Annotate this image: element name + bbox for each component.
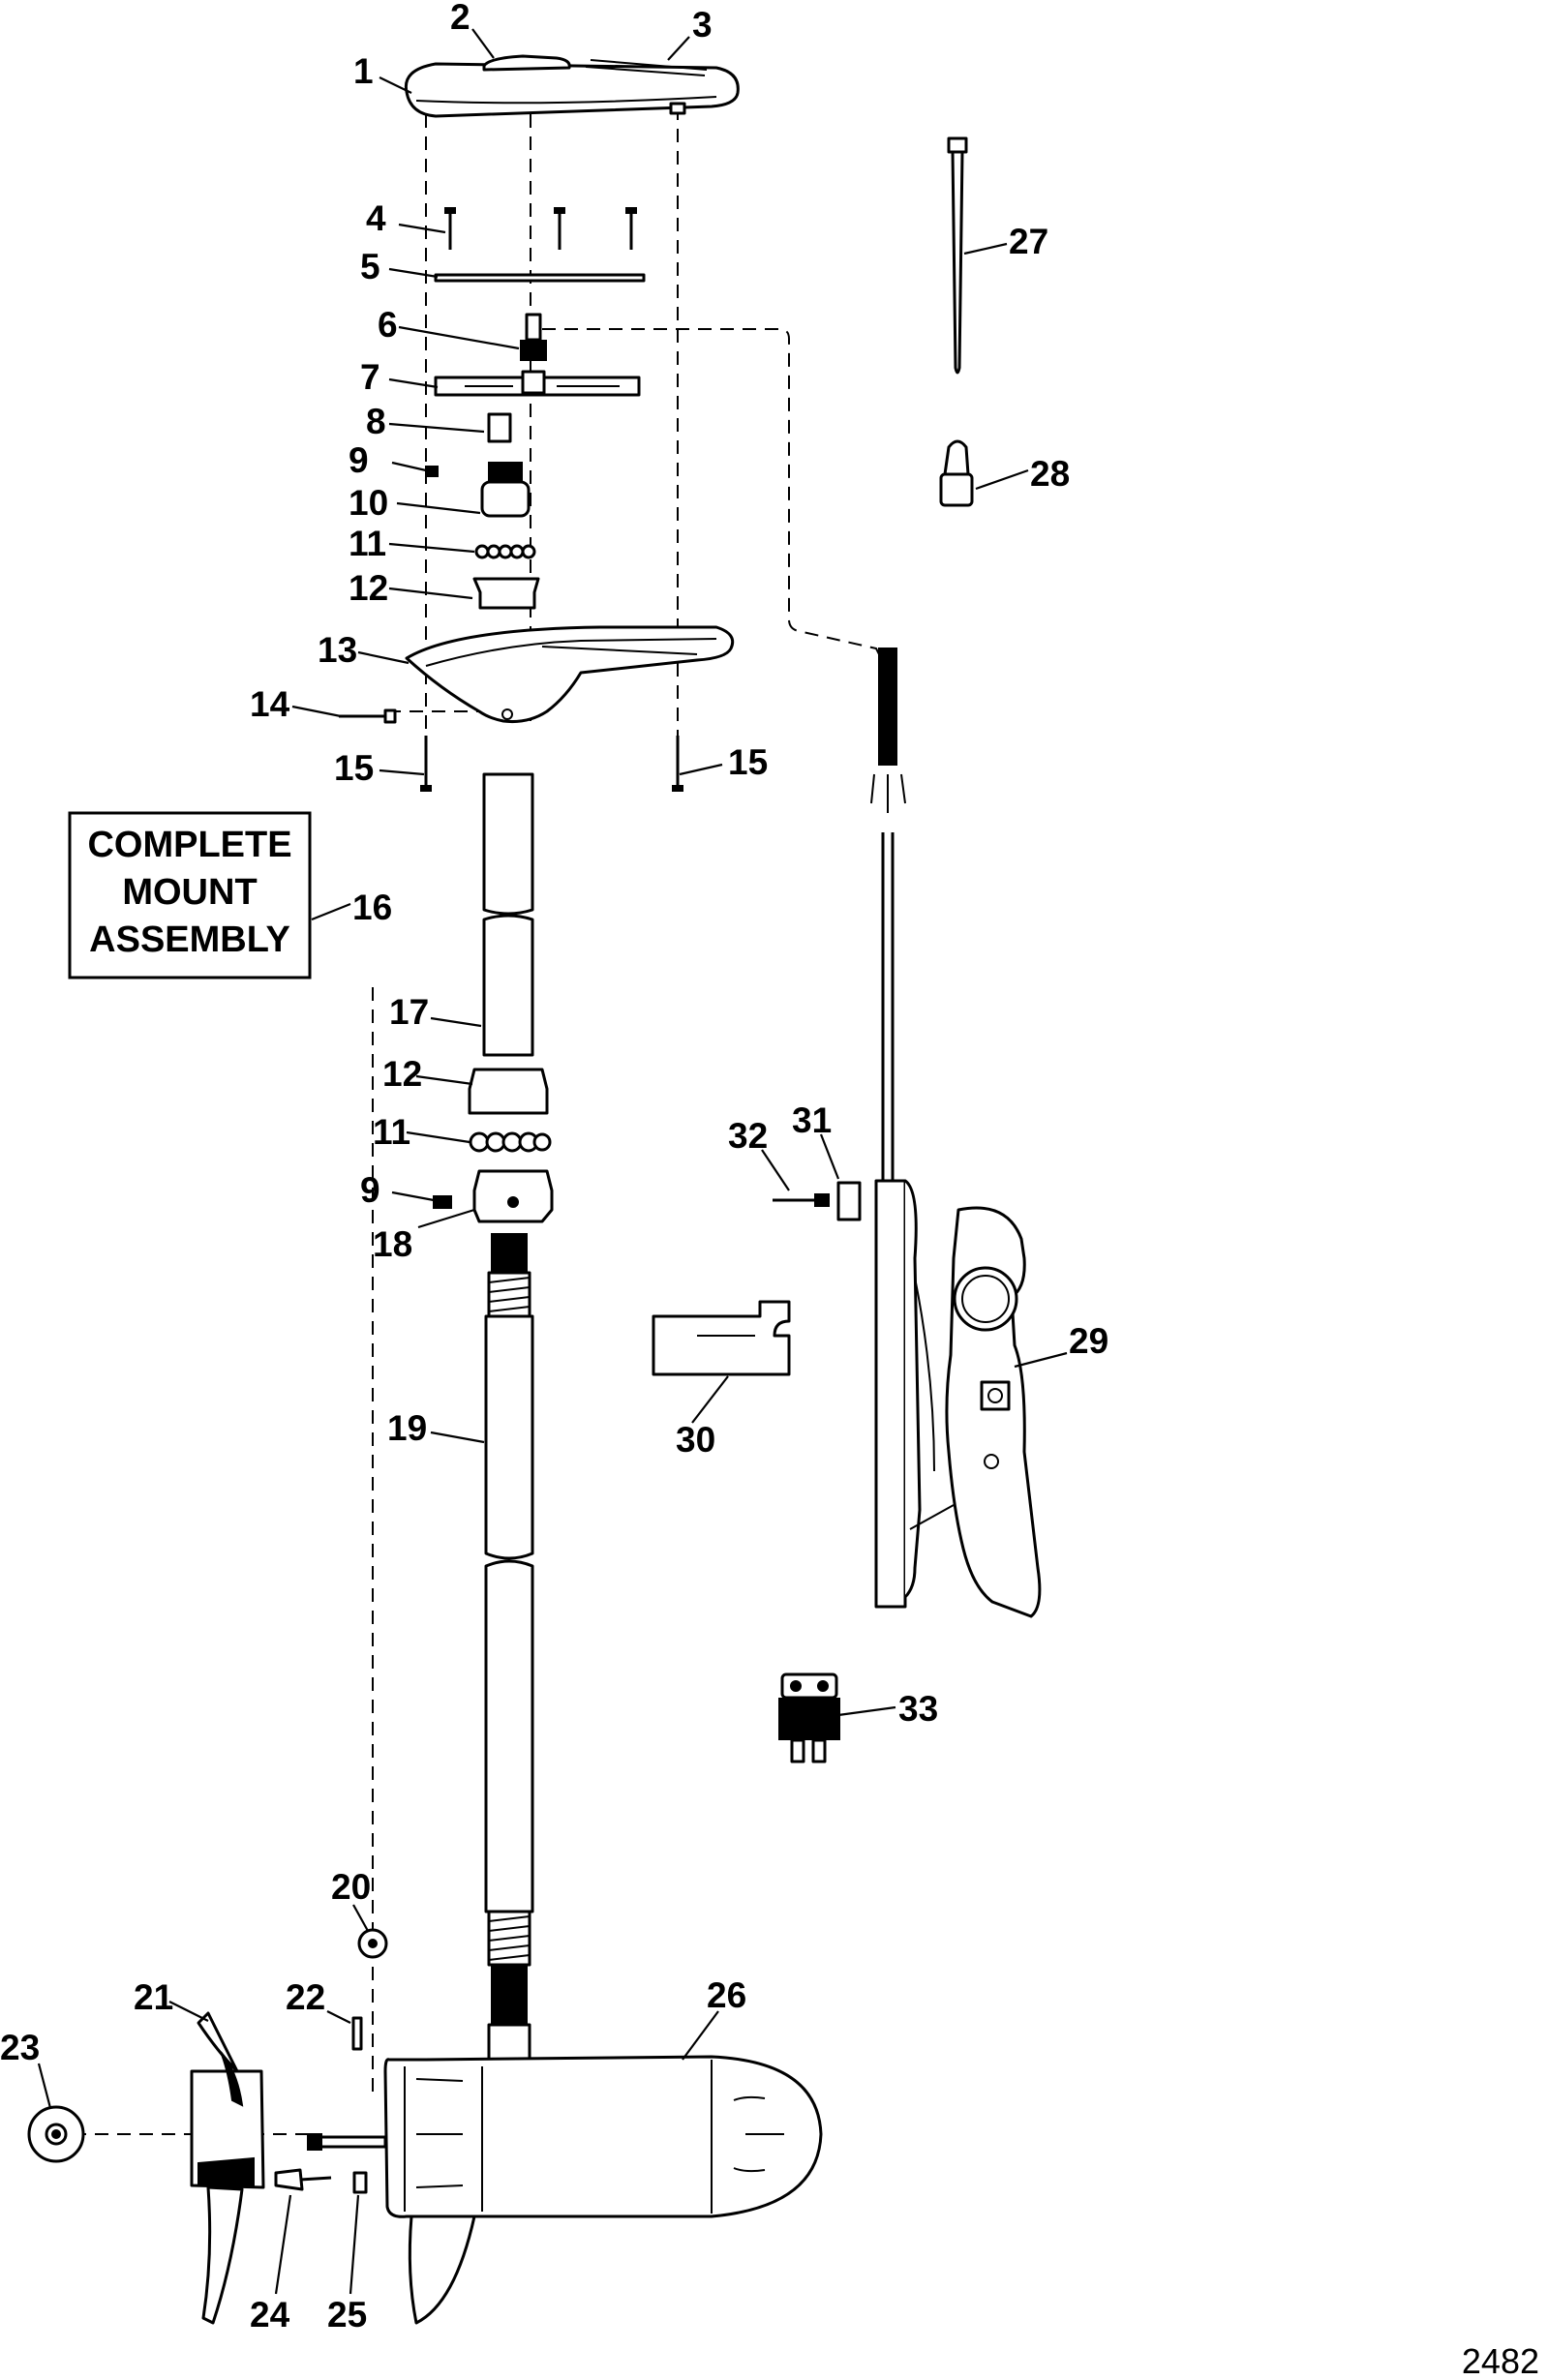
- callout-16: 16: [352, 888, 392, 927]
- switch-part-3: [585, 59, 708, 115]
- callout-19: 19: [387, 1408, 427, 1448]
- composite-shaft-part-19: [484, 1233, 534, 2024]
- cable-tie-part-27: [947, 136, 968, 375]
- callout-11-lower: 11: [373, 1112, 410, 1152]
- screw-part-24: [274, 2168, 332, 2191]
- callout-12-upper: 12: [349, 568, 388, 608]
- set-screw-part-9-upper: [425, 466, 439, 477]
- callout-1: 1: [353, 51, 374, 91]
- button-part-2: [482, 54, 571, 72]
- steering-gear-part-10: [480, 462, 531, 518]
- callout-33: 33: [898, 1689, 938, 1729]
- shaft-tube-part-17: [482, 772, 534, 1057]
- plate-part-30: [652, 1300, 791, 1376]
- callout-labels: 1 2 3 4 5 6 7 8 9 10 11 12 13 14 15 15 1…: [0, 0, 1108, 2335]
- callout-7: 7: [360, 357, 380, 397]
- box-label-line-1: COMPLETE: [87, 825, 291, 865]
- set-screw-part-9-lower: [433, 1195, 452, 1209]
- washer-part-20: [357, 1928, 388, 1959]
- callout-4: 4: [366, 198, 386, 238]
- callout-3: 3: [692, 5, 713, 45]
- callout-2: 2: [450, 0, 470, 37]
- callout-14: 14: [250, 684, 290, 724]
- plug-part-33: [778, 1672, 840, 1763]
- callout-10: 10: [349, 483, 388, 523]
- callout-17: 17: [389, 992, 429, 1032]
- bearing-part-11-lower: [469, 1131, 552, 1153]
- collar-nut-part-18: [472, 1169, 554, 1223]
- pin-part-14: [339, 708, 397, 724]
- propeller-part-21: [190, 2011, 265, 2325]
- wire-connector-part-28: [939, 439, 974, 507]
- complete-mount-assembly-box: COMPLETE MOUNT ASSEMBLY: [68, 811, 312, 979]
- callout-9-upper: 9: [349, 440, 369, 480]
- callout-8: 8: [366, 402, 386, 441]
- bracket-part-7: [434, 370, 641, 397]
- callout-9-lower: 9: [360, 1170, 380, 1210]
- prop-nut-part-23: [27, 2105, 85, 2163]
- pad-part-31: [836, 1181, 862, 1221]
- screw-part-32: [773, 1193, 830, 1207]
- callout-23: 23: [0, 2028, 40, 2067]
- callout-24: 24: [250, 2295, 290, 2335]
- callout-18: 18: [373, 1224, 412, 1264]
- callout-21: 21: [134, 1977, 173, 2017]
- callout-13: 13: [318, 630, 357, 670]
- callout-11-upper: 11: [349, 524, 386, 563]
- top-cover-part-1: [404, 62, 740, 118]
- callout-20: 20: [331, 1867, 371, 1907]
- drive-pin-part-22: [351, 2016, 363, 2051]
- callout-29: 29: [1069, 1321, 1108, 1361]
- long-screws-part-15: [420, 736, 683, 792]
- collar-part-12-lower: [468, 1068, 549, 1115]
- callout-22: 22: [286, 1977, 325, 2017]
- callout-15-left: 15: [334, 748, 374, 788]
- callout-30: 30: [676, 1420, 715, 1460]
- callout-28: 28: [1030, 454, 1070, 494]
- callout-25: 25: [327, 2295, 367, 2335]
- mount-bracket-part-29: [870, 648, 1042, 1618]
- figure-number: 2482: [1462, 2341, 1539, 2380]
- callout-31: 31: [792, 1100, 832, 1140]
- callout-12-lower: 12: [382, 1054, 422, 1094]
- callout-26: 26: [707, 1975, 746, 2015]
- callout-5: 5: [360, 247, 380, 286]
- callout-6: 6: [378, 305, 398, 345]
- head-housing-part-13: [405, 625, 735, 723]
- gasket-part-5: [434, 273, 646, 283]
- motor-housing-part-26: [307, 2023, 823, 2325]
- callout-27: 27: [1009, 222, 1048, 261]
- screws-part-4: [444, 207, 637, 250]
- collar-part-12-upper: [472, 577, 540, 610]
- pin-part-25: [352, 2171, 368, 2194]
- callout-32: 32: [728, 1116, 768, 1156]
- leader-lines: [37, 28, 1068, 2295]
- box-label-line-3: ASSEMBLY: [89, 919, 290, 960]
- bushing-part-8: [487, 412, 512, 443]
- potentiometer-part-6: [520, 313, 547, 361]
- callout-15-right: 15: [728, 742, 768, 782]
- box-label-line-2: MOUNT: [122, 872, 257, 913]
- bearing-part-11-upper: [474, 544, 536, 559]
